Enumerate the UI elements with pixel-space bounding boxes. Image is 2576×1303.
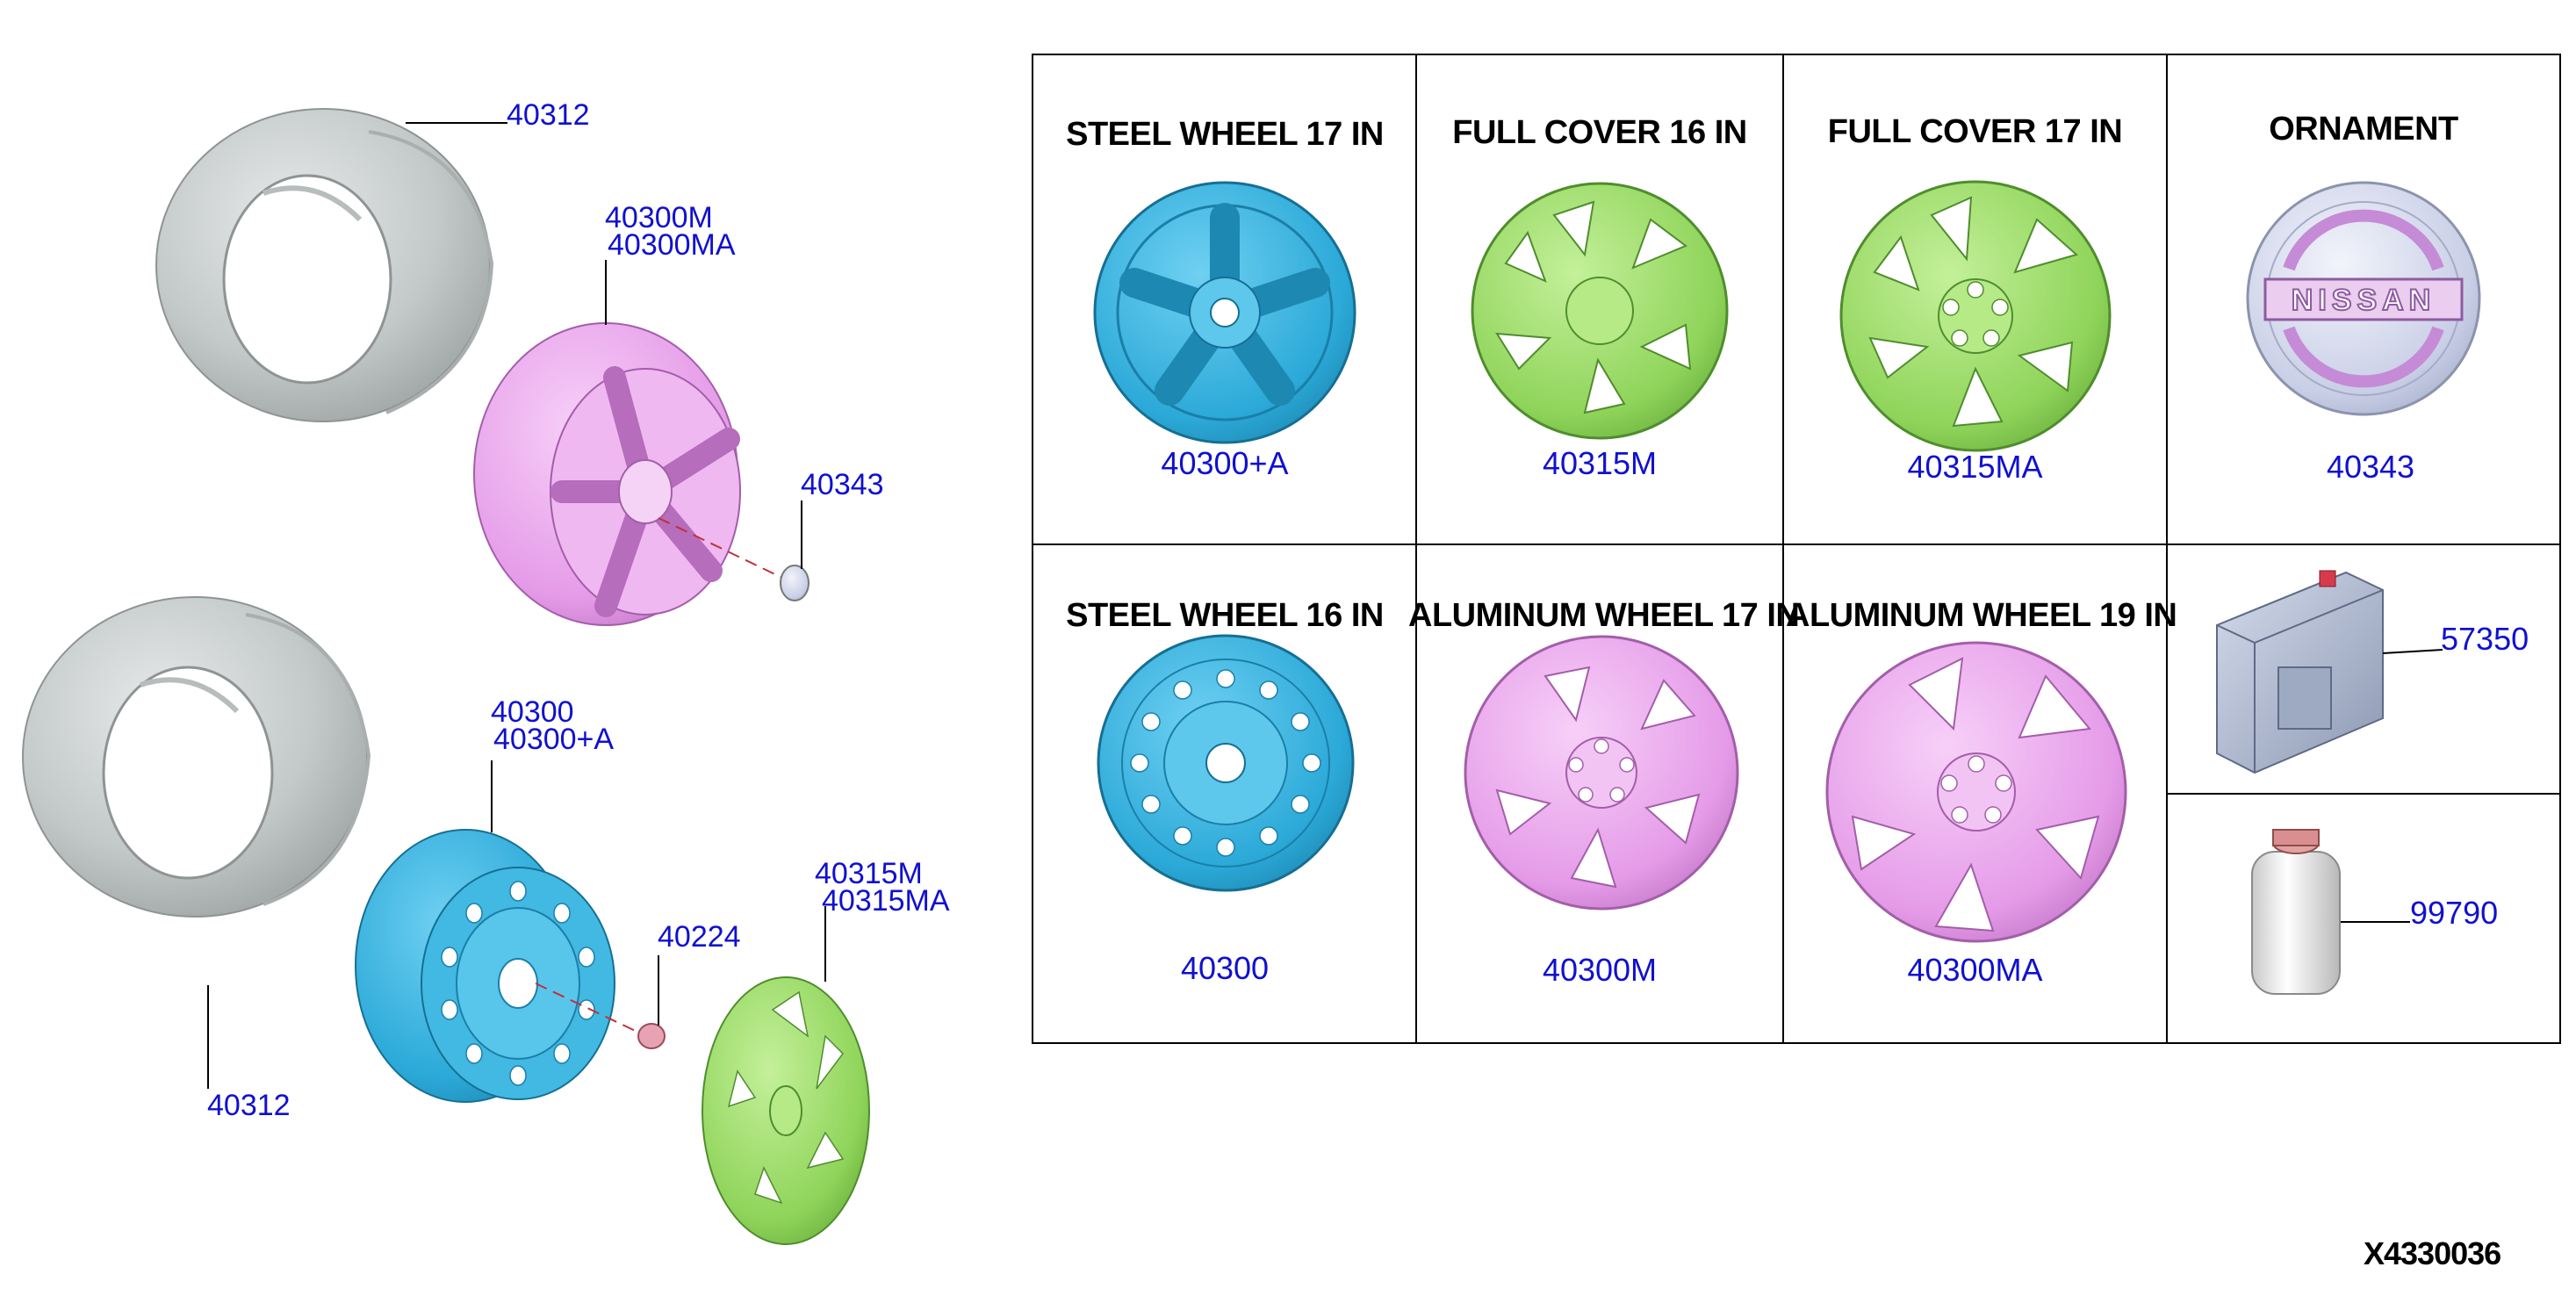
aluminum-wheel-19-icon [1825, 641, 2127, 943]
cell-title-steel-wheel-17: STEEL WHEEL 17 IN [1066, 116, 1384, 153]
callout-steel-wheel-2: 40300+A [493, 723, 615, 756]
cell-title-ornament: ORNAMENT [2269, 111, 2458, 148]
cell-part-steel-wheel-16: 40300 [1180, 950, 1270, 986]
callout-tire-lower: 40312 [207, 1089, 291, 1122]
cell-title-full-cover-17: FULL COVER 17 IN [1827, 113, 2123, 150]
lower-full-cover-icon [702, 976, 870, 1245]
callout-tire-upper: 40312 [507, 98, 590, 132]
full-cover-16-icon [1471, 182, 1729, 440]
callout-alloy-wheel-2: 40300MA [608, 228, 736, 262]
cell-part-full-cover-16: 40315M [1542, 445, 1658, 481]
cell-title-aluminum-wheel-19: ALUMINUM WHEEL 19 IN [1786, 597, 2177, 634]
full-cover-17-icon [1839, 180, 2112, 452]
callout-ornament: 40343 [801, 468, 884, 501]
ornament-badge-text: NISSAN [2292, 284, 2436, 317]
ornament-badge-icon [2246, 181, 2481, 416]
steel-wheel-17-icon [1093, 181, 1356, 444]
lower-tire-icon [22, 596, 371, 918]
callout-cover-2: 40315MA [822, 884, 950, 918]
upper-tire-icon [155, 108, 494, 422]
steel-wheel-16-icon [1097, 634, 1355, 892]
callout-cap: 40224 [658, 920, 741, 954]
diagram-id: X4330036 [2364, 1235, 2501, 1271]
cell-part-aluminum-wheel-19: 40300MA [1907, 952, 2043, 988]
center-ornament-icon [658, 517, 809, 601]
upper-alloy-wheel-icon [473, 322, 741, 626]
cell-part-ornament: 40343 [2326, 449, 2415, 485]
lower-steel-wheel-icon [355, 829, 615, 1103]
cell-part-sealant: 99790 [2410, 895, 2499, 931]
cell-part-repair-kit: 57350 [2441, 621, 2529, 657]
cell-title-aluminum-wheel-17: ALUMINUM WHEEL 17 IN [1408, 597, 1800, 634]
leader-lines [207, 122, 826, 1089]
leader-line-repair-kit [2382, 649, 2443, 654]
aluminum-wheel-17-icon [1464, 635, 1739, 911]
tire-repair-kit-icon [2216, 570, 2384, 774]
callout-steel-wheel-1: 40300 [491, 695, 574, 729]
cell-title-full-cover-16: FULL COVER 16 IN [1452, 114, 1747, 151]
catalog-grid [1032, 54, 2561, 1044]
cell-part-steel-wheel-17: 40300+A [1161, 445, 1289, 481]
callout-alloy-wheel-1: 40300M [605, 201, 713, 234]
cell-part-full-cover-17: 40315MA [1907, 449, 2043, 485]
cell-part-aluminum-wheel-17: 40300M [1542, 952, 1658, 988]
cell-title-steel-wheel-16: STEEL WHEEL 16 IN [1066, 597, 1384, 634]
wheel-cap-icon [535, 983, 666, 1049]
callout-cover-1: 40315M [815, 857, 923, 890]
sealant-bottle-icon [2251, 829, 2341, 995]
